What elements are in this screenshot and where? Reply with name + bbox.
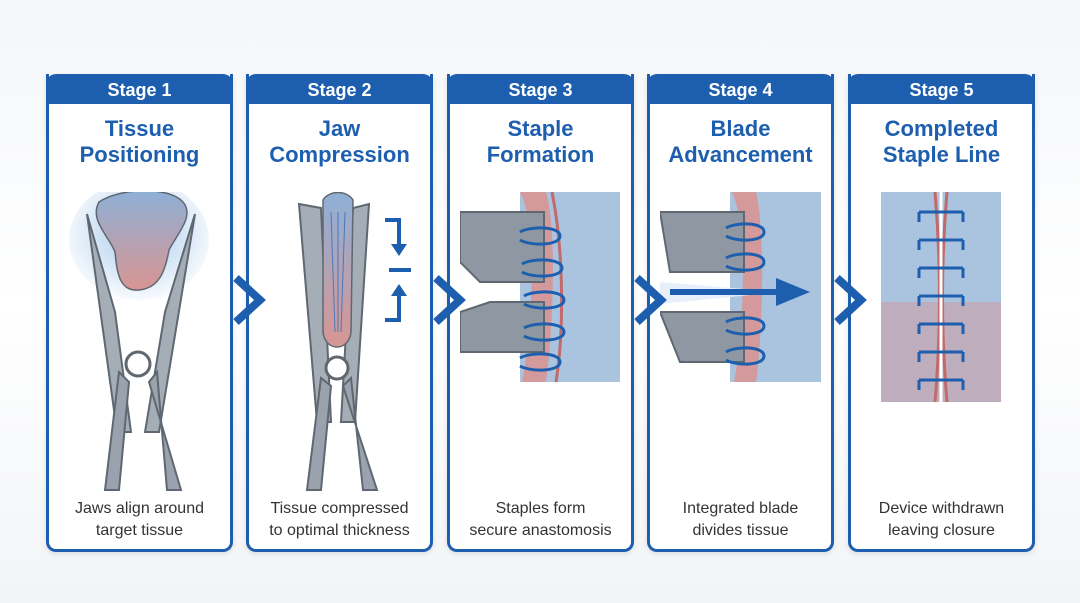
staple-formation-icon: [460, 192, 621, 552]
stage-caption: Staples form secure anastomosis: [469, 500, 612, 539]
stage-caption: Integrated blade divides tissue: [682, 500, 799, 539]
stage-card-2: Stage 2 Jaw Compression Tissue compresse…: [246, 74, 433, 552]
stage-card-4: Stage 4 Blade Advancement Integrated bla…: [647, 74, 834, 552]
stage-card-5: Stage 5 Completed Staple Line Device wit…: [848, 74, 1035, 552]
stage-caption: Device withdrawn leaving closure: [878, 500, 1005, 539]
stage-label: Stage 4: [647, 74, 834, 104]
stage-title: Jaw Compression: [269, 116, 410, 167]
stage-title: Staple Formation: [486, 116, 595, 167]
closed-jaws-compression-icon: [259, 192, 420, 552]
open-stapler-jaws-with-tissue-icon: [59, 192, 220, 552]
stage-title: Tissue Positioning: [79, 116, 200, 167]
chevron-right-icon: [634, 275, 667, 325]
stage-card-3: Stage 3 Staple Formation Staples form se…: [447, 74, 634, 552]
chevron-right-icon: [433, 275, 466, 325]
stage-label: Stage 1: [46, 74, 233, 104]
stage-caption: Jaws align around target tissue: [75, 500, 204, 539]
chevron-right-icon: [233, 275, 266, 325]
chevron-right-icon: [834, 275, 867, 325]
stage-label: Stage 3: [447, 74, 634, 104]
completed-staple-line-icon: [861, 192, 1022, 552]
stage-caption: Tissue compressed to optimal thickness: [269, 500, 410, 539]
stage-label: Stage 2: [246, 74, 433, 104]
blade-advancement-icon: [660, 192, 821, 552]
stage-title: Blade Advancement: [668, 116, 813, 167]
stage-title: Completed Staple Line: [882, 116, 1001, 167]
stage-label: Stage 5: [848, 74, 1035, 104]
stage-card-1: Stage 1 Tissue Positioning Jaws align: [46, 74, 233, 552]
